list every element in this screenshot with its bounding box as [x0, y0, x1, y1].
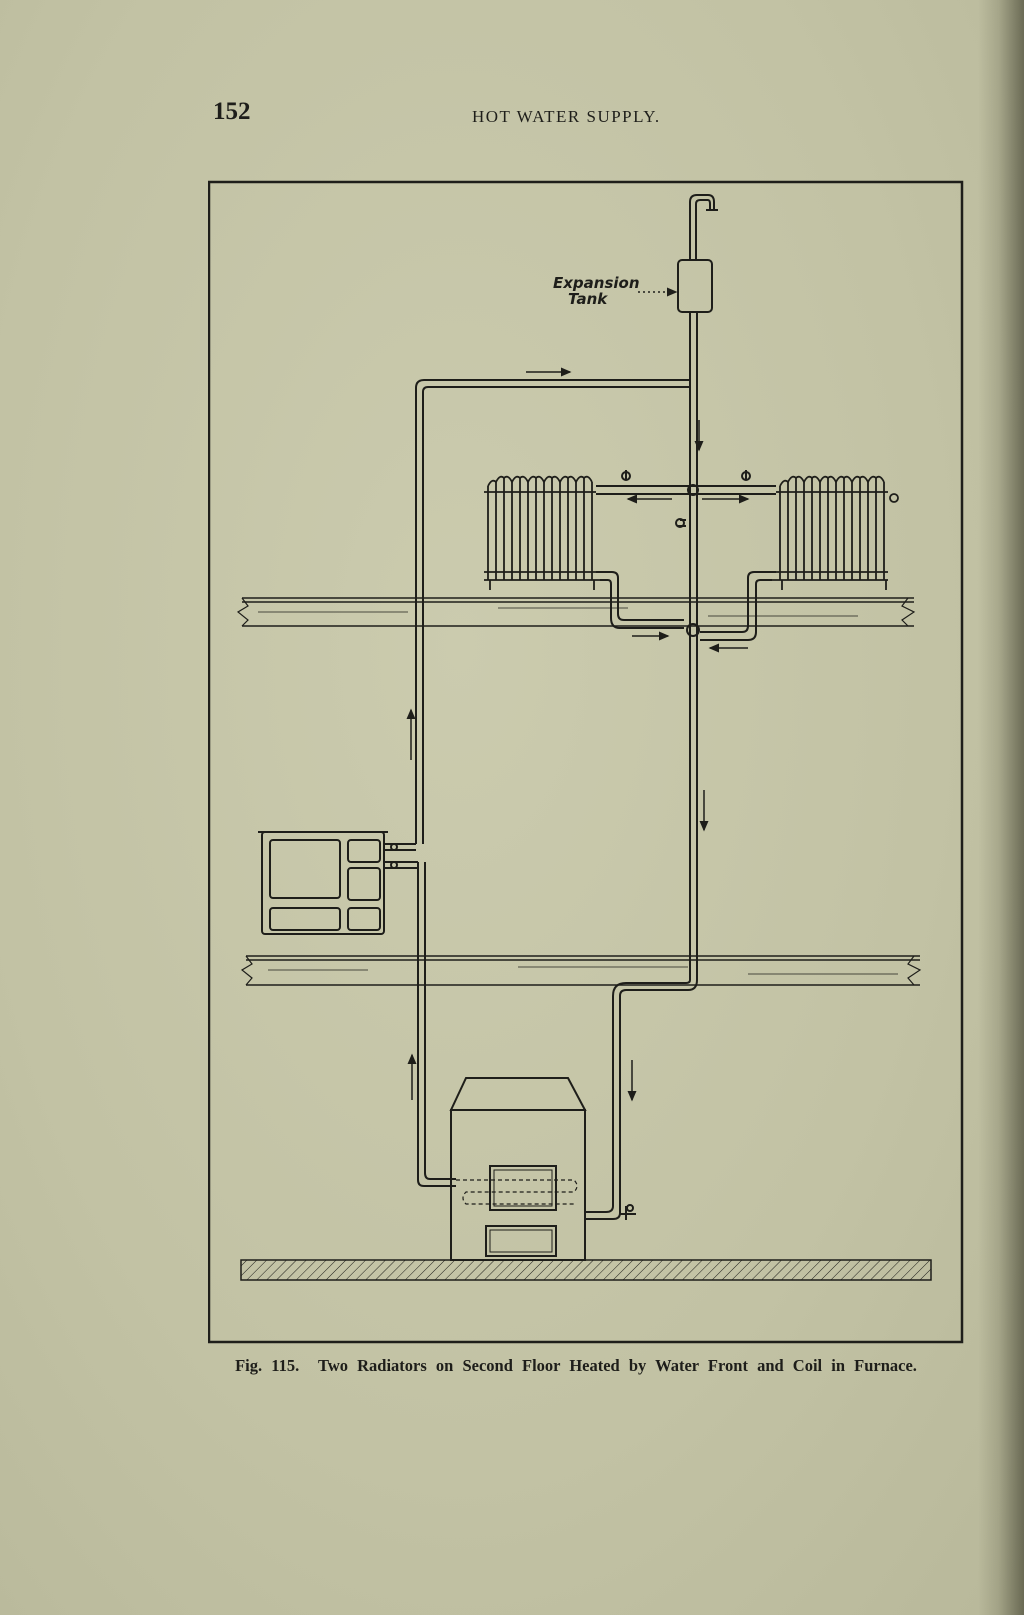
return-pipe: [417, 862, 456, 1187]
figure-frame: [208, 180, 964, 1344]
running-head: HOT WATER SUPPLY.: [472, 107, 661, 126]
figure-caption: Fig. 115. Two Radiators on Second Floor …: [226, 1355, 926, 1376]
radiator-return-branch: [596, 571, 776, 641]
first-floor-slab: [240, 955, 922, 986]
main-riser-pipe: [612, 312, 698, 1200]
furnace: [449, 1077, 587, 1261]
book-spine-shadow: [978, 0, 1024, 1615]
expansion-tank: [677, 194, 718, 313]
kitchen-range: [258, 831, 418, 935]
radiator-supply-branch: [596, 470, 776, 528]
flow-arrows: [406, 367, 750, 1102]
figure-caption-text: Two Radiators on Second Floor Heated by …: [318, 1356, 917, 1375]
tank-label: Tank: [568, 290, 608, 308]
figure-illustration: Expansion Tank: [208, 180, 964, 1344]
hot-water-diagram: Expansion Tank: [208, 180, 964, 1344]
radiator-left: [484, 475, 600, 590]
furnace-feed-pipe: [586, 1200, 636, 1220]
radiator-right: [772, 475, 899, 590]
page-header: 152 HOT WATER SUPPLY.: [0, 96, 1024, 136]
expansion-label: Expansion: [553, 274, 640, 292]
basement-floor: [240, 1259, 932, 1281]
page-number: 152: [213, 98, 251, 125]
second-floor-slab: [236, 597, 916, 627]
figure-caption-label: Fig. 115.: [235, 1356, 300, 1375]
flow-pipe: [415, 379, 690, 844]
